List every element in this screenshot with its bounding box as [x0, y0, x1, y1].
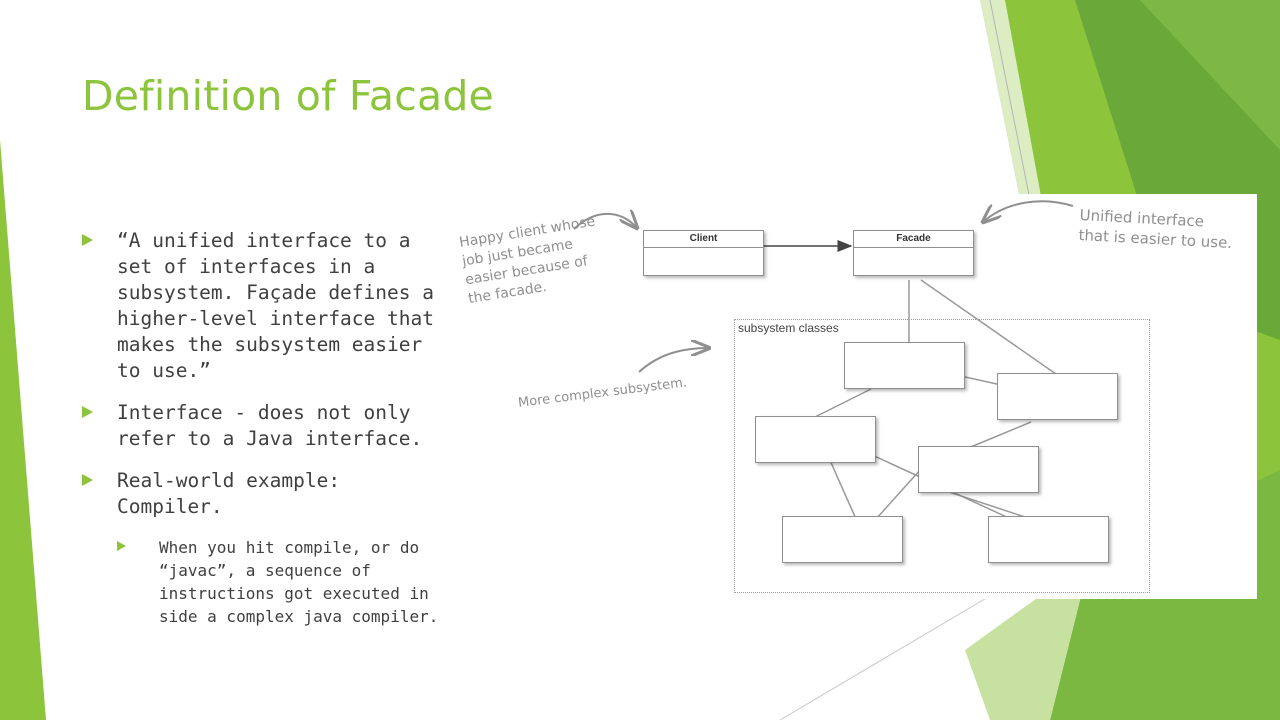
bullet-arrow-icon — [82, 234, 93, 246]
bullet-text: Interface - does not only refer to a Jav… — [117, 401, 423, 450]
unified-interface-arrow — [983, 200, 1074, 222]
happy-client-arrow — [573, 214, 637, 229]
subsystem-class-box — [782, 516, 903, 563]
bullet-arrow-icon — [117, 541, 126, 551]
facade-diagram: Client Facade subsystem classes Happy cl… — [451, 194, 1257, 599]
left-accent-shape — [0, 140, 46, 720]
bullet-arrow-icon — [82, 406, 93, 418]
right-accent-top — [1140, 0, 1280, 150]
sub-bullet-text: When you hit compile, or do “javac”, a s… — [159, 538, 439, 626]
connector — [810, 388, 872, 420]
bullet-text: Real-world example: Compiler. — [117, 469, 341, 518]
connector — [920, 279, 1057, 375]
subsystem-class-box — [988, 516, 1109, 563]
subsystem-class-box — [997, 373, 1118, 420]
client-class-box: Client — [643, 230, 764, 276]
bullet-arrow-icon — [82, 474, 93, 486]
connector — [965, 421, 1032, 450]
subsystem-class-box — [755, 416, 876, 463]
connector — [875, 468, 922, 520]
decor-line — [989, 0, 1031, 201]
client-class-label: Client — [644, 231, 763, 248]
bullet-item: Interface - does not only refer to a Jav… — [82, 400, 452, 452]
bullet-text: “A unified interface to a set of interfa… — [117, 229, 434, 382]
slide-title: Definition of Facade — [82, 72, 494, 120]
sub-bullet-item: When you hit compile, or do “javac”, a s… — [117, 536, 452, 628]
right-accent-bottom-light — [965, 560, 1090, 720]
subsystem-container: subsystem classes — [734, 319, 1150, 593]
bullet-list: “A unified interface to a set of interfa… — [82, 228, 452, 644]
facade-class-label: Facade — [854, 231, 973, 248]
bullet-item: “A unified interface to a set of interfa… — [82, 228, 452, 384]
subsystem-class-box — [918, 446, 1039, 493]
decor-line — [779, 589, 1001, 720]
complex-subsystem-arrow — [638, 348, 709, 373]
subsystem-class-box — [844, 342, 965, 389]
unified-interface-note: Unified interface that is easier to use. — [1078, 205, 1234, 253]
subsystem-label: subsystem classes — [738, 321, 839, 335]
facade-class-box: Facade — [853, 230, 974, 276]
bullet-item: Real-world example: Compiler. — [82, 468, 452, 520]
